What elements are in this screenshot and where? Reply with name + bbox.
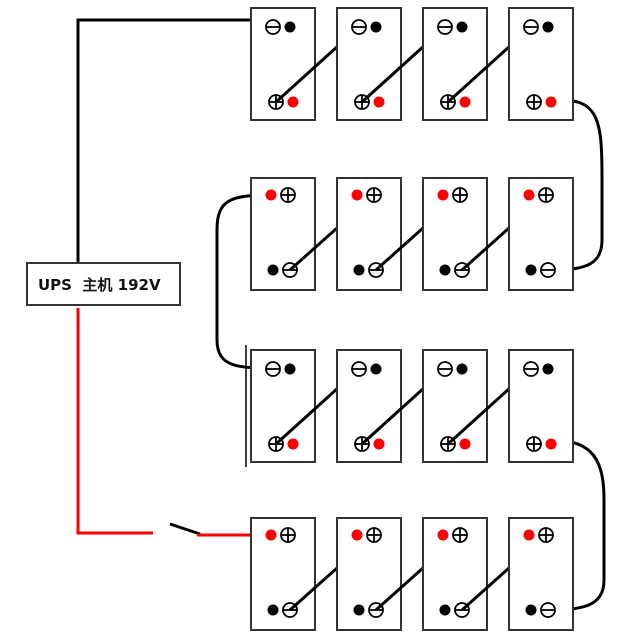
minus-terminal-icon	[523, 361, 539, 377]
positive-dot	[459, 438, 471, 450]
positive-dot	[351, 189, 363, 201]
negative-dot	[456, 21, 468, 33]
positive-dot	[523, 529, 535, 541]
plus-terminal-icon	[280, 187, 296, 203]
negative-dot	[370, 21, 382, 33]
row1-row2-connector	[545, 98, 604, 272]
negative-dot	[267, 604, 279, 616]
negative-dot	[370, 363, 382, 375]
negative-main-wire	[76, 18, 275, 262]
plus-terminal-icon	[538, 187, 554, 203]
minus-terminal-icon	[523, 19, 539, 35]
negative-dot	[284, 363, 296, 375]
ups-host-box: UPS 主机 192V	[26, 262, 181, 306]
plus-terminal-icon	[452, 527, 468, 543]
negative-dot	[439, 604, 451, 616]
negative-dot	[439, 264, 451, 276]
negative-dot	[456, 363, 468, 375]
negative-dot	[542, 363, 554, 375]
plus-terminal-icon	[526, 436, 542, 452]
positive-dot	[545, 438, 557, 450]
positive-dot	[373, 438, 385, 450]
minus-terminal-icon	[265, 361, 281, 377]
minus-terminal-icon	[540, 602, 556, 618]
negative-dot	[267, 264, 279, 276]
negative-dot	[353, 264, 365, 276]
positive-dot	[437, 529, 449, 541]
negative-dot	[525, 604, 537, 616]
ups-label: UPS 主机 192V	[38, 275, 161, 294]
minus-terminal-icon	[351, 361, 367, 377]
positive-dot	[437, 189, 449, 201]
minus-terminal-icon	[351, 19, 367, 35]
row2-row3-connector	[215, 193, 274, 370]
positive-main-wire	[76, 308, 153, 535]
minus-terminal-icon	[437, 361, 453, 377]
plus-terminal-icon	[538, 527, 554, 543]
negative-dot	[353, 604, 365, 616]
positive-dot	[265, 189, 277, 201]
plus-terminal-icon	[366, 187, 382, 203]
switch-icon[interactable]	[169, 522, 201, 536]
positive-dot	[523, 189, 535, 201]
negative-dot	[284, 21, 296, 33]
positive-dot	[351, 529, 363, 541]
plus-terminal-icon	[452, 187, 468, 203]
positive-dot	[265, 529, 277, 541]
positive-dot	[287, 438, 299, 450]
plus-terminal-icon	[366, 527, 382, 543]
positive-dot	[287, 96, 299, 108]
negative-dot	[542, 21, 554, 33]
positive-dot	[459, 96, 471, 108]
positive-dot	[373, 96, 385, 108]
plus-terminal-icon	[280, 527, 296, 543]
positive-dot	[545, 96, 557, 108]
plus-terminal-icon	[526, 94, 542, 110]
minus-terminal-icon	[437, 19, 453, 35]
minus-terminal-icon	[265, 19, 281, 35]
minus-terminal-icon	[540, 262, 556, 278]
negative-dot	[525, 264, 537, 276]
